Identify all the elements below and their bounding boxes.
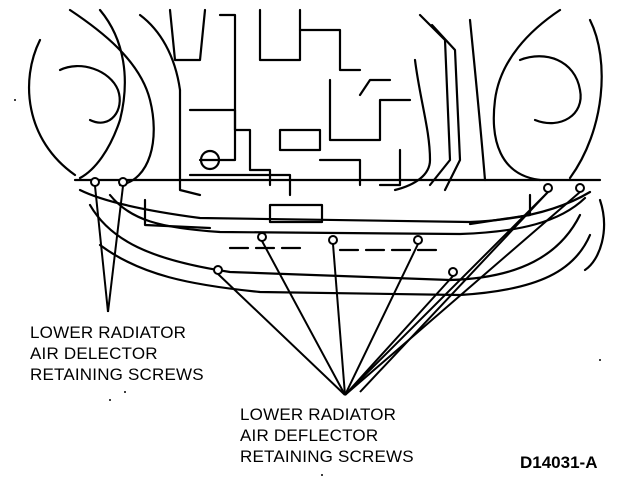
engine-components bbox=[168, 8, 487, 224]
right-callout-line-2: AIR DEFLECTOR bbox=[240, 426, 379, 445]
right-callout-line-3: RETAINING SCREWS bbox=[240, 447, 414, 466]
left-callout-line-1: LOWER RADIATOR bbox=[30, 323, 187, 342]
screw-hole bbox=[413, 235, 423, 245]
screw-hole bbox=[543, 183, 553, 193]
screw-hole bbox=[328, 235, 338, 245]
right-callout-line-1: LOWER RADIATOR bbox=[240, 405, 397, 424]
print-specks bbox=[14, 99, 601, 476]
left-callout-label: LOWER RADIATOR AIR DELECTOR RETAINING SC… bbox=[30, 322, 204, 385]
left-wheel bbox=[28, 8, 182, 187]
figure-id: D14031-A bbox=[520, 453, 598, 472]
left-callout-line-3: RETAINING SCREWS bbox=[30, 365, 204, 384]
screw-hole bbox=[448, 267, 458, 277]
screw-hole bbox=[90, 177, 100, 187]
screw-hole bbox=[213, 265, 223, 275]
left-callout-line-2: AIR DELECTOR bbox=[30, 344, 158, 363]
leader-lines bbox=[94, 185, 581, 396]
screw-hole bbox=[575, 183, 585, 193]
screw-hole bbox=[118, 177, 128, 187]
screw-hole bbox=[257, 232, 267, 242]
right-wheel bbox=[492, 8, 606, 272]
air-deflector bbox=[73, 178, 602, 297]
right-callout-label: LOWER RADIATOR AIR DEFLECTOR RETAINING S… bbox=[240, 404, 414, 467]
